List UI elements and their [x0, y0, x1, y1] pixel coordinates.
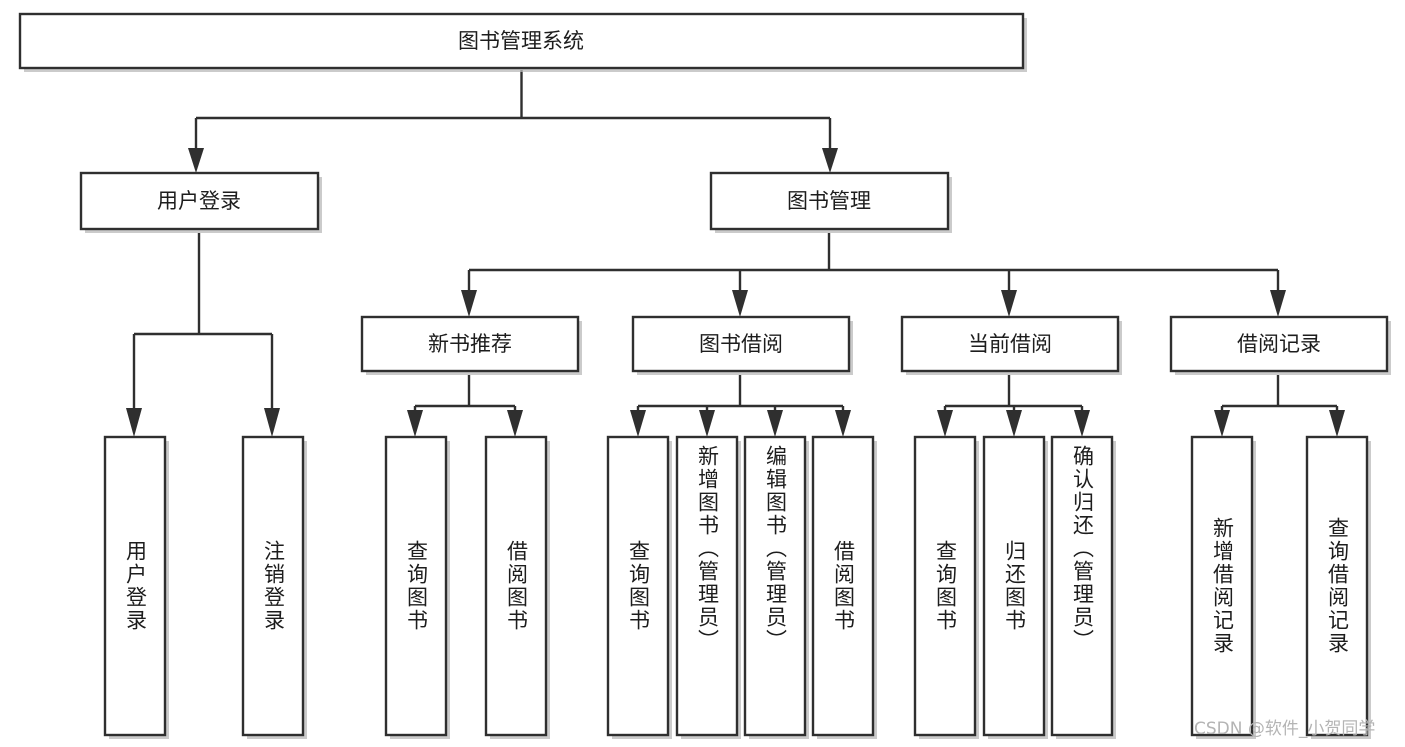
arrow-cb-leaf1 — [937, 410, 953, 437]
leaf-br-add-box[interactable] — [1190, 435, 1254, 737]
leaf-bb-edit-box[interactable] — [743, 435, 807, 737]
book-manage-node-label: 图书管理 — [787, 189, 871, 213]
arrow-bb-leaf2 — [699, 410, 715, 437]
arrow-to-leaf-logout — [264, 408, 280, 437]
arrow-br-leaf2 — [1329, 410, 1345, 437]
borrow-record-node-box[interactable] — [1169, 315, 1389, 373]
arrow-to-user-login — [188, 148, 204, 173]
book-borrow-node-box[interactable] — [631, 315, 851, 373]
borrow-record-node-label: 借阅记录 — [1237, 332, 1321, 356]
arrow-cb-leaf3 — [1074, 410, 1090, 437]
arrow-bb-leaf3 — [767, 410, 783, 437]
arrow-nb-leaf2 — [507, 410, 523, 437]
arrow-to-book-borrow — [732, 290, 748, 317]
arrow-br-leaf1 — [1214, 410, 1230, 437]
user-login-node-label: 用户登录 — [157, 189, 241, 213]
leaf-br-query-box[interactable] — [1305, 435, 1369, 737]
current-borrow-node-box[interactable] — [900, 315, 1120, 373]
arrow-to-borrow-record — [1270, 290, 1286, 317]
leaf-bb-borrow-box[interactable] — [811, 435, 875, 737]
current-borrow-node-label: 当前借阅 — [968, 332, 1052, 356]
leaf-cb-query-box[interactable] — [913, 435, 977, 737]
leaf-bb-query-box[interactable] — [606, 435, 670, 737]
arrow-bb-leaf1 — [630, 410, 646, 437]
root-node-box[interactable] — [18, 12, 1025, 70]
arrow-nb-leaf1 — [407, 410, 423, 437]
leaf-cb-confirm-box[interactable] — [1050, 435, 1114, 737]
arrow-to-new-book — [461, 290, 477, 317]
book-manage-node-box[interactable] — [709, 171, 950, 231]
arrow-to-current-borrow — [1001, 290, 1017, 317]
leaf-nb-borrow-box[interactable] — [484, 435, 548, 737]
new-book-node-box[interactable] — [360, 315, 580, 373]
leaf-logout-box[interactable] — [241, 435, 305, 737]
nodes-layer: 图书管理系统 用户登录 图书管理 新书推荐 图书借阅 当前借阅 借阅记录 — [18, 12, 1391, 739]
leaf-cb-return-box[interactable] — [982, 435, 1046, 737]
edges-layer — [126, 70, 1345, 437]
arrow-to-leaf-user-login — [126, 408, 142, 437]
arrow-cb-leaf2 — [1006, 410, 1022, 437]
arrow-bb-leaf4 — [835, 410, 851, 437]
user-login-node-box[interactable] — [79, 171, 320, 231]
leaf-nb-query-box[interactable] — [384, 435, 448, 737]
csdn-watermark: CSDN @软件_小贺同学 — [1194, 719, 1376, 739]
arrow-to-book-manage — [822, 148, 838, 173]
leaf-bb-add-box[interactable] — [675, 435, 739, 737]
new-book-node-label: 新书推荐 — [428, 332, 512, 356]
book-borrow-node-label: 图书借阅 — [699, 332, 783, 356]
root-node-label: 图书管理系统 — [458, 29, 584, 53]
leaf-user-login-box[interactable] — [103, 435, 167, 737]
